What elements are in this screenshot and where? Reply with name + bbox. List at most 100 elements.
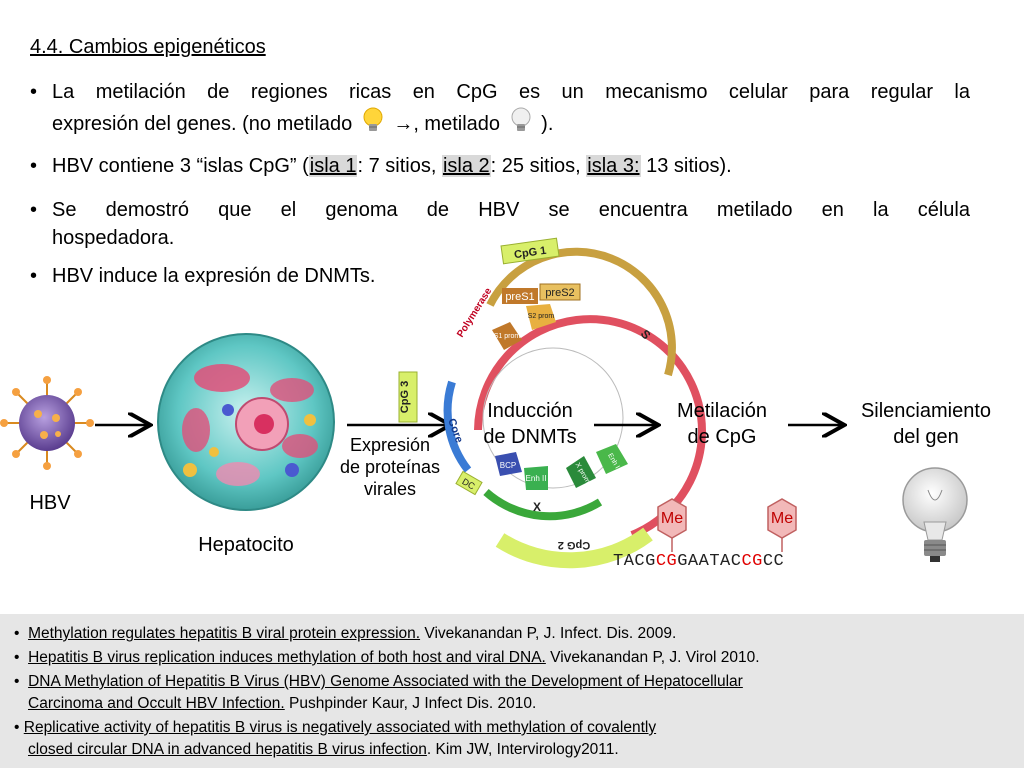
reference-3-title-line-1: DNA Methylation of Hepatitis B Virus (HB… bbox=[28, 673, 743, 690]
me-label-1: Me bbox=[660, 510, 684, 527]
bcp-label: BCP bbox=[500, 461, 516, 470]
bullet-dnmt: • HBV induce la expresión de DNMTs. bbox=[30, 262, 490, 290]
cpg2-island bbox=[495, 527, 653, 569]
bcp-element bbox=[495, 452, 522, 476]
dnmt-induction-label: Inducción de DNMTs bbox=[460, 398, 600, 450]
expression-line-3: virales bbox=[363, 479, 416, 499]
pres1-label: preS1 bbox=[505, 291, 534, 303]
methylation-line-2: de CpG bbox=[687, 426, 757, 448]
diagram-graphics: CpG 1 CpG 3 CpG 2 Polymerase S preS1 pre… bbox=[0, 237, 968, 569]
pres2-label: preS2 bbox=[545, 287, 574, 299]
pres1-box bbox=[502, 288, 538, 304]
reference-4-source: . Kim JW, Intervirology2011. bbox=[426, 741, 619, 758]
s1-promoter bbox=[492, 322, 522, 350]
reference-1-source: Vivekanandan P, J. Infect. Dis. 2009. bbox=[424, 625, 677, 642]
s-gene-arc bbox=[486, 247, 676, 377]
gene-silencing-label: Silenciamiento del gen bbox=[836, 398, 1016, 450]
lightbulb-off-large-icon bbox=[902, 467, 968, 562]
s1-promoter-label: S1 prom bbox=[494, 333, 521, 340]
seq-part-2: GAATAC bbox=[677, 552, 742, 571]
methylation-line-1: Metilación bbox=[676, 400, 768, 422]
reference-4: • Replicative activity of hepatitis B vi… bbox=[14, 717, 1014, 739]
bullet-1-line-2-a: expresión del genes. (no metilado bbox=[52, 113, 353, 135]
hepatocyte-icon bbox=[157, 333, 335, 511]
section-title: 4.4. Cambios epigenéticos bbox=[30, 36, 266, 58]
reference-2-source: Vivekanandan P, J. Virol 2010. bbox=[550, 649, 760, 666]
island-1-label: isla 1 bbox=[308, 155, 358, 177]
bullet-dot: • bbox=[30, 265, 38, 287]
reference-3-cont: Carcinoma and Occult HBV Infection. Push… bbox=[28, 693, 1024, 715]
expression-line-1: Expresión bbox=[349, 435, 431, 455]
hbv-label: HBV bbox=[29, 492, 71, 514]
polymerase-label: Polymerase bbox=[455, 286, 494, 340]
bullet-dot: • bbox=[30, 155, 38, 177]
island-2-label: isla 2 bbox=[441, 155, 491, 177]
bullet-2-a: HBV contiene 3 “islas CpG” ( bbox=[52, 155, 309, 177]
bullet-2-d: 13 sitios). bbox=[646, 155, 732, 177]
cpg1-island bbox=[500, 237, 560, 265]
x-gene-label: X bbox=[533, 500, 541, 514]
hepatocyte-label: Hepatocito bbox=[198, 534, 294, 556]
cpg-methylation-label: Metilación de CpG bbox=[652, 398, 792, 450]
bullet-3-line-1: Se demostró que el genoma de HBV se encu… bbox=[52, 199, 970, 221]
seq-part-1: TACG bbox=[613, 552, 656, 571]
cpg3-island bbox=[398, 371, 418, 423]
ref-bullet: • bbox=[14, 625, 20, 642]
bullet-dot: • bbox=[30, 81, 38, 103]
bullet-1-line-2-c: ). bbox=[541, 113, 554, 135]
bullet-4-text: HBV induce la expresión de DNMTs. bbox=[52, 265, 376, 287]
core-gene-arc bbox=[443, 380, 472, 473]
reference-1: • Methylation regulates hepatitis B vira… bbox=[14, 623, 1014, 645]
ref-bullet: • bbox=[14, 719, 20, 736]
enh1-element bbox=[596, 444, 628, 474]
bullet-cpg-islands: • HBV contiene 3 “islas CpG” (isla 1: 7 … bbox=[30, 152, 970, 180]
cpg2-label: CpG 2 bbox=[558, 539, 590, 551]
me-label-2: Me bbox=[770, 510, 794, 527]
silencing-line-2: del gen bbox=[893, 426, 959, 448]
seq-cg-1: CG bbox=[655, 552, 678, 571]
bullet-1-line-1: La metilación de regiones ricas en CpG e… bbox=[52, 81, 970, 103]
silencing-line-1: Silenciamiento bbox=[860, 400, 992, 422]
me-hexagon-1 bbox=[657, 498, 687, 539]
viral-protein-expression-label: Expresión de proteínas virales bbox=[330, 434, 450, 500]
dc-element bbox=[455, 470, 483, 496]
bullet-methylation: • La metilación de regiones ricas en CpG… bbox=[30, 78, 970, 138]
induction-line-2: de DNMTs bbox=[483, 426, 577, 448]
reference-3-source: Pushpinder Kaur, J Infect Dis. 2010. bbox=[289, 695, 537, 712]
references-panel: • Methylation regulates hepatitis B vira… bbox=[0, 614, 1024, 768]
ref-bullet: • bbox=[14, 673, 20, 690]
induction-line-1: Inducción bbox=[487, 400, 573, 422]
cpg3-label: CpG 3 bbox=[399, 381, 411, 413]
bullet-genome-methylated: • Se demostró que el genoma de HBV se en… bbox=[30, 196, 970, 252]
seq-cg-2: CG bbox=[741, 552, 763, 571]
pres2-box bbox=[539, 283, 581, 301]
seq-part-3: CC bbox=[762, 552, 785, 571]
reference-4-title-line-2: closed circular DNA in advanced hepatiti… bbox=[28, 741, 427, 758]
dna-sequence: TACGCGGAATACCGCC bbox=[613, 552, 784, 571]
bullet-1-line-2-b: →, metilado bbox=[393, 113, 501, 135]
ref-bullet: • bbox=[14, 649, 20, 666]
enh2-label: Enh II bbox=[526, 474, 547, 483]
x-gene-arc bbox=[483, 488, 603, 521]
lightbulb-off-icon bbox=[506, 106, 536, 132]
hbv-virus-icon bbox=[0, 376, 94, 470]
lightbulb-on-icon bbox=[358, 106, 388, 132]
reference-2-title: Hepatitis B virus replication induces me… bbox=[28, 649, 546, 666]
expression-line-2: de proteínas bbox=[339, 457, 441, 477]
reference-1-title: Methylation regulates hepatitis B viral … bbox=[28, 625, 421, 642]
polymerase-arc bbox=[474, 315, 706, 539]
enh2-element bbox=[524, 466, 548, 490]
bullet-3-line-2: hospedadora. bbox=[52, 227, 175, 249]
me-hexagon-2 bbox=[767, 498, 797, 539]
reference-3: • DNA Methylation of Hepatitis B Virus (… bbox=[14, 671, 1014, 693]
bullet-dot: • bbox=[30, 199, 38, 221]
bullet-2-b: : 7 sitios, bbox=[357, 155, 437, 177]
island-3-label: isla 3: bbox=[586, 155, 641, 177]
s2-promoter bbox=[526, 304, 556, 330]
xprom-element bbox=[566, 456, 596, 488]
s2-promoter-label: S2 prom bbox=[528, 313, 555, 320]
cpg1-label: CpG 1 bbox=[513, 245, 547, 261]
reference-4-cont: closed circular DNA in advanced hepatiti… bbox=[28, 739, 1024, 761]
reference-2: • Hepatitis B virus replication induces … bbox=[14, 647, 1014, 669]
bullet-2-c: : 25 sitios, bbox=[490, 155, 581, 177]
